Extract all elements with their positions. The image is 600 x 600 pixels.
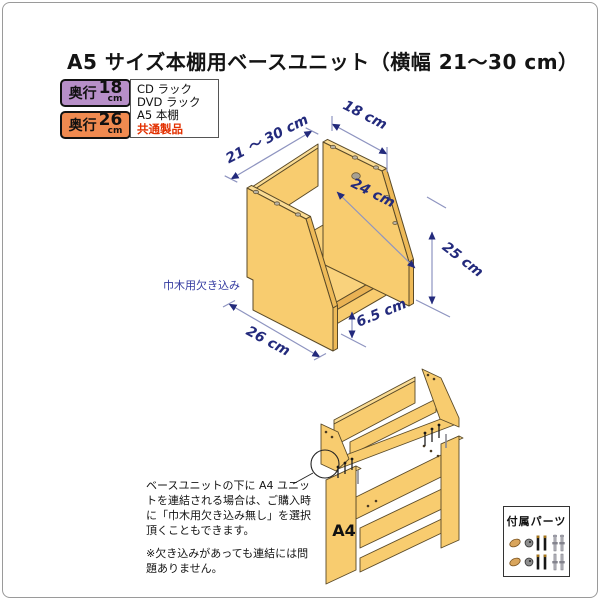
upper-unit-left-panel: [320, 423, 350, 472]
callout-note: ※欠き込みがあっても連結には問題ありません。: [146, 547, 309, 576]
upper-unit-right-panel: [421, 368, 460, 428]
depth-badge-18-value: 18: [98, 78, 123, 98]
dim-top-depth-label: 18 cm: [340, 98, 389, 134]
dowel-icon: [509, 538, 521, 567]
a4-unit-left-panel: [325, 465, 357, 585]
cam-nut-icon: [524, 538, 534, 567]
depth-badge-18: 奥行 18 cm: [60, 79, 131, 107]
connector-bolt-icon: [552, 534, 565, 571]
callout-circle: [310, 449, 340, 479]
product-item-a5: A5 本棚: [137, 108, 179, 123]
depth-badge-26-value: 26: [98, 110, 123, 130]
callout-paragraph: ベースユニットの下に A4 ユニットを連結される場合は、ご購入時に「巾木用欠き込…: [146, 479, 311, 537]
a4-unit-right-panel: [440, 435, 460, 549]
dim-height-label: 25 cm: [439, 239, 486, 281]
a4-unit-label: A4: [332, 521, 356, 540]
dim-bottom-depth-label: 26 cm: [243, 323, 292, 359]
bolt-icon: [536, 535, 547, 570]
product-item-cd: CD ラック: [137, 82, 193, 96]
product-item-dvd: DVD ラック: [137, 95, 201, 110]
product-list-box: CD ラック DVD ラック A5 本棚 共通製品: [130, 79, 219, 138]
depth-badge-26: 奥行 26 cm: [60, 111, 131, 139]
connection-dots: [324, 373, 440, 508]
product-item-common: 共通製品: [137, 121, 183, 136]
depth-badge-26-label: 奥行: [68, 118, 97, 134]
dim-top-depth-line: [331, 123, 388, 155]
base-unit-drawing: [246, 138, 414, 352]
parts-box: 付属パーツ: [503, 506, 570, 577]
dimension-lines: [222, 116, 451, 361]
parts-icons: [509, 534, 565, 571]
dim-width-line: [230, 130, 313, 180]
left-panel-front-edge: [332, 304, 338, 352]
depth-badge-26-unit: cm: [107, 126, 123, 136]
callout-text: ベースユニットの下に A4 ユニットを連結される場合は、ご購入時に「巾木用欠き込…: [146, 479, 316, 586]
callout-leader-line: [292, 472, 314, 485]
depth-badge-18-unit: cm: [107, 94, 123, 104]
page-title: A5 サイズ本棚用ベースユニット（横幅 21～30 cm）: [67, 50, 579, 75]
connection-diagram: [320, 368, 464, 585]
left-panel-face: [246, 187, 334, 352]
parts-box-title: 付属パーツ: [506, 515, 567, 528]
dim-diagonal-line: [336, 191, 416, 269]
dim-bottom-depth-line: [228, 303, 321, 358]
upper-unit-front-rail: [349, 398, 437, 456]
notch-label: 巾木用欠き込み: [163, 279, 240, 292]
depth-badge-18-label: 奥行: [68, 86, 97, 102]
